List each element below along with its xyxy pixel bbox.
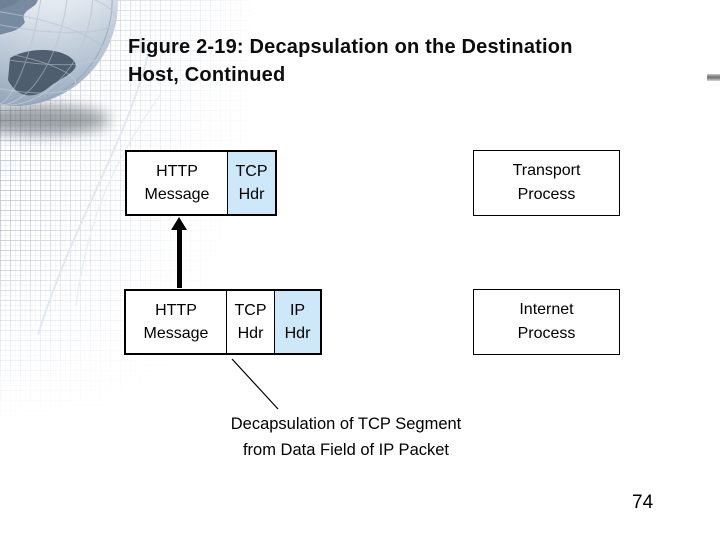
packet-row-ip-packet: HTTP Message TCP Hdr IP Hdr: [124, 289, 322, 355]
internet-process-box: Internet Process: [473, 289, 620, 355]
right-edge-dash: [707, 74, 720, 81]
decapsulation-arrow-head: [171, 217, 187, 230]
slide-title: Figure 2-19: Decapsulation on the Destin…: [128, 36, 573, 86]
segment-tcp-hdr: TCP Hdr: [227, 152, 275, 214]
segment-http-message: HTTP Message: [127, 152, 227, 214]
page-number: 74: [632, 492, 654, 513]
packet-row-tcp-segment: HTTP Message TCP Hdr: [125, 150, 277, 216]
segment-http-message: HTTP Message: [126, 291, 226, 353]
segment-tcp-hdr: TCP Hdr: [226, 291, 274, 353]
globe-icon: [0, 0, 118, 135]
diagram-caption: Decapsulation of TCP Segment from Data F…: [230, 415, 462, 459]
decapsulation-arrow-stem: [177, 229, 182, 288]
segment-ip-hdr: IP Hdr: [274, 291, 320, 353]
transport-process-box: Transport Process: [473, 150, 620, 216]
